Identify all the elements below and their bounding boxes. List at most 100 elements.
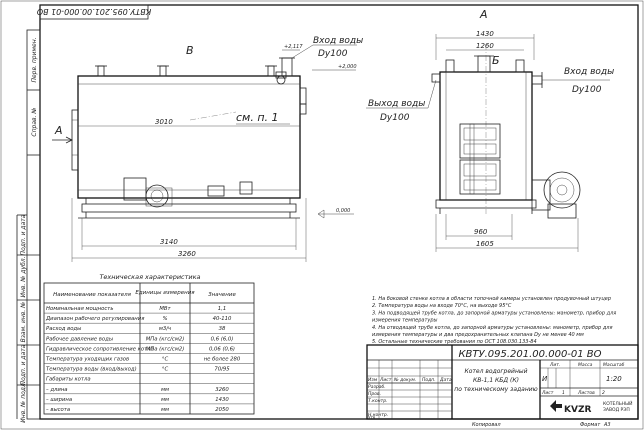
role-checker: Пров. [368, 391, 381, 397]
spec-name: Габариты котла [46, 377, 91, 383]
rotated-code-box: КВТУ.095.201.00.000-01 ВО [37, 4, 151, 20]
spec-name: Диапазон рабочего регулирования [45, 316, 145, 322]
company-name-1: КОТЕЛЬНЫЙ [603, 400, 633, 407]
base-frame [81, 203, 297, 213]
margin-label-2: Справ. № [31, 107, 38, 136]
spec-unit: °С [162, 367, 169, 373]
spec-header-unit: Единицы измерения [135, 290, 195, 296]
spec-header-value: Значение [208, 292, 236, 298]
spec-unit: °С [162, 357, 169, 363]
col-izm: Изм [368, 377, 378, 383]
note-line: 3. На подводящей трубе котла, до запорно… [372, 310, 616, 316]
note-line: измерения температуры и два предохраните… [372, 332, 584, 338]
burner-unit [123, 177, 147, 201]
margin-label-6: Подп. и дата [20, 344, 27, 385]
note-line: 2. Температура воды на входе 70°С, на вы… [372, 303, 512, 309]
spec-value: 1,1 [218, 306, 226, 312]
title-block-code: КВТУ.095.201.00.000-01 ВО [458, 349, 601, 360]
spec-name: Гидравлическое сопротивление котла [46, 346, 154, 352]
front-view: А Б 1430 1260 [366, 8, 614, 252]
spec-value: 0,06 (0,6) [209, 346, 235, 352]
spec-header-name: Наименование показателя [53, 292, 132, 298]
front-inlet-label: Вход воды [564, 67, 614, 77]
sheets-label: Листов [577, 390, 595, 396]
spec-unit: МВт [159, 306, 171, 312]
margin-label-5: Взам. инв. № [20, 302, 27, 343]
role-norm-control: Н.контр. [368, 412, 388, 418]
product-name-2: КВ-1,1 КБД (К) [473, 377, 519, 384]
boiler-body [77, 75, 301, 199]
spec-value: 1430 [215, 397, 229, 403]
side-inlet-size: Dy100 [318, 49, 348, 59]
note-line: 4. На отводящей трубе котла, до запорной… [372, 325, 612, 331]
spec-name: Температура уходящих газов [46, 357, 129, 363]
dim-front-top-outer: 1430 [476, 30, 494, 38]
lower-door [459, 159, 501, 195]
margin-label-4: Инв. № дубл. [20, 256, 27, 297]
dim-mid-length: 3140 [160, 238, 178, 246]
rotated-drawing-code: КВТУ.095.201.00.000-01 ВО [37, 7, 151, 16]
elevation-mid: +2,000 [338, 64, 357, 70]
lit-value: И [542, 375, 548, 383]
spec-name: Температура воды (вход/выход) [46, 367, 137, 373]
spec-unit: мм [161, 397, 169, 403]
spec-table-title: Техническая характеристика [99, 273, 200, 281]
title-block: КВТУ.095.201.00.000-01 ВО Изм Лист № док… [366, 344, 639, 420]
front-view-label: А [479, 8, 488, 21]
front-outlet-size: Dy100 [380, 113, 410, 123]
dim-front-top-inner: 1260 [476, 42, 494, 50]
upper-door [459, 123, 501, 159]
spec-unit: МПа (кгс/см2) [146, 336, 185, 342]
company-logo-text: KVZR [564, 405, 591, 415]
spec-unit: мм [161, 387, 169, 393]
scale-value: 1:20 [606, 375, 622, 383]
col-date: Дата [439, 377, 452, 383]
spec-value: 70/95 [214, 367, 230, 373]
role-approved: Утв. [368, 415, 376, 420]
spec-value: не более 280 [204, 357, 241, 363]
elevation-base: 0,000 [336, 208, 350, 214]
col-sign: Подп. [422, 377, 436, 383]
format-value: А3 [603, 422, 611, 428]
note-line: 5. Остальные технические требования по О… [372, 339, 537, 345]
spec-unit: МПа (кгс/см2) [146, 346, 185, 352]
section-label-a: А [54, 124, 63, 137]
sheet-value: 1 [562, 390, 565, 396]
front-outlet-label: Выход воды [368, 99, 425, 109]
scale-header: Масштаб [603, 362, 625, 368]
spec-name: – ширина [46, 397, 72, 403]
sheet-label: Лист [541, 390, 554, 396]
notes-block: 1. На боковой стенке котла в области топ… [372, 296, 616, 345]
spec-name: Номинальная мощность [46, 306, 114, 312]
margin-label-3: Подп. и дата [20, 214, 27, 255]
note-reference: см. п. 1 [236, 111, 279, 124]
note-line: измерения температуры [372, 318, 438, 324]
front-burner [531, 179, 551, 211]
spec-name: Расход воды [46, 326, 81, 332]
mass-header: Масса [578, 362, 593, 368]
copied-label: Копировал [472, 422, 501, 428]
spec-value: 3260 [215, 387, 229, 393]
dim-total-length: 3260 [178, 250, 196, 258]
spec-name: – высота [46, 407, 70, 413]
margin-label-1: Перв. примен. [31, 37, 38, 82]
product-name-3: по техническому заданию [454, 386, 537, 393]
spec-value: 0,6 (6,0) [211, 336, 234, 342]
col-doc: № докум. [393, 377, 416, 383]
front-inlet-size: Dy100 [572, 85, 602, 95]
note-line: 1. На боковой стенке котла в области топ… [372, 296, 611, 302]
spec-name: Рабочее давление воды [46, 336, 113, 342]
dim-front-bottom-inner: 960 [474, 228, 488, 236]
margin-label-7: Инв. № подл. [20, 381, 27, 422]
elevation-top: +2,117 [284, 44, 303, 50]
dim-front-bottom-outer: 1605 [476, 240, 494, 248]
product-name-1: Котел водогрейный [465, 368, 528, 375]
spec-unit: мм [161, 407, 169, 413]
format-label: Формат [580, 422, 601, 428]
spec-unit: м3/ч [159, 326, 171, 332]
dim-inner-length: 3010 [155, 118, 173, 126]
spec-value: 2050 [215, 407, 229, 413]
side-inlet-label: Вход воды [313, 36, 363, 46]
